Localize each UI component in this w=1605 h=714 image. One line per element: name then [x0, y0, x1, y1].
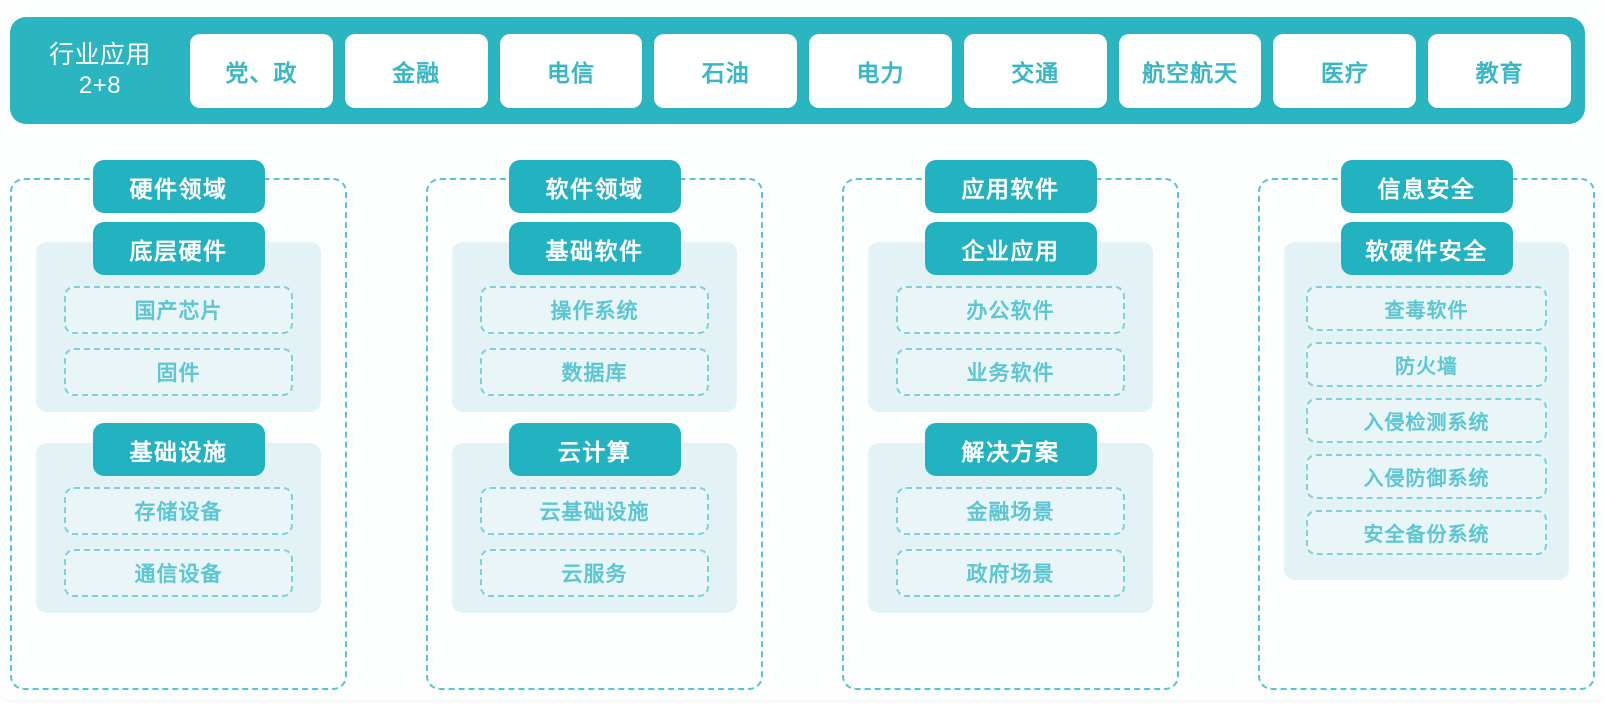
- industry-chip-party-government[interactable]: 党、政: [190, 33, 333, 108]
- leaf-item[interactable]: 入侵防御系统: [1306, 454, 1547, 499]
- column-title-label: 软件领域: [545, 175, 644, 202]
- group-software-hardware-security: 软硬件安全 查毒软件 防火墙 入侵检测系统 入侵防御系统: [1284, 222, 1569, 580]
- group-head-label: 企业应用: [961, 237, 1060, 264]
- industry-application-header: 行业应用 2+8 党、政 金融 电信 石油 电力 交通 航空航天: [10, 17, 1585, 124]
- group-head-label: 解决方案: [961, 438, 1060, 465]
- group-solutions: 解决方案 金融场景 政府场景: [868, 423, 1153, 613]
- leaf-item[interactable]: 云服务: [480, 549, 709, 597]
- leaf-item[interactable]: 存储设备: [64, 487, 293, 535]
- leaf-label: 办公软件: [966, 300, 1055, 323]
- chip-label: 电力: [856, 59, 905, 86]
- leaf-item[interactable]: 入侵检测系统: [1306, 398, 1547, 443]
- leaf-label: 政府场景: [966, 563, 1055, 586]
- leaf-label: 操作系统: [550, 300, 639, 323]
- chip-label: 交通: [1011, 59, 1060, 86]
- group-head-infrastructure[interactable]: 基础设施: [92, 423, 265, 476]
- leaf-item[interactable]: 云基础设施: [480, 487, 709, 535]
- industry-chip-education[interactable]: 教育: [1428, 33, 1572, 108]
- leaf-label: 通信设备: [134, 563, 223, 586]
- group-basic-software: 基础软件 操作系统 数据库: [452, 222, 737, 412]
- chip-label: 电信: [546, 59, 595, 86]
- leaf-item[interactable]: 防火墙: [1306, 342, 1547, 387]
- leaf-label: 固件: [156, 362, 201, 385]
- group-head-enterprise-application[interactable]: 企业应用: [924, 222, 1097, 275]
- leaf-label: 云基础设施: [539, 501, 650, 524]
- industry-chip-medical[interactable]: 医疗: [1273, 33, 1417, 108]
- leaf-label: 存储设备: [134, 501, 223, 524]
- column-title-software-domain[interactable]: 软件领域: [508, 160, 681, 213]
- leaf-label: 云服务: [561, 563, 628, 586]
- column-title-label: 应用软件: [961, 175, 1060, 202]
- group-head-software-hardware-security[interactable]: 软硬件安全: [1340, 222, 1513, 275]
- chip-label: 医疗: [1320, 59, 1369, 86]
- group-head-solutions[interactable]: 解决方案: [924, 423, 1097, 476]
- group-head-label: 云计算: [557, 438, 632, 465]
- column-title-hardware-domain[interactable]: 硬件领域: [92, 160, 265, 213]
- leaf-label: 业务软件: [966, 362, 1055, 385]
- leaf-label: 数据库: [561, 362, 628, 385]
- column-groups: 底层硬件 国产芯片 固件 基础设施: [10, 178, 347, 692]
- chip-label: 石油: [701, 59, 750, 86]
- column-title-label: 硬件领域: [129, 175, 228, 202]
- column-application-software: 应用软件 企业应用 办公软件 业务软件: [842, 160, 1179, 692]
- column-software-domain: 软件领域 基础软件 操作系统 数据库: [426, 160, 763, 692]
- column-groups: 基础软件 操作系统 数据库 云计算: [426, 178, 763, 692]
- leaf-item[interactable]: 查毒软件: [1306, 286, 1547, 331]
- leaf-item[interactable]: 国产芯片: [64, 286, 293, 334]
- leaf-label: 防火墙: [1395, 356, 1458, 378]
- group-head-cloud-computing[interactable]: 云计算: [508, 423, 681, 476]
- leaf-label: 国产芯片: [134, 300, 223, 323]
- leaf-label: 入侵检测系统: [1363, 412, 1490, 434]
- chip-label: 教育: [1475, 59, 1524, 86]
- group-head-label: 基础设施: [129, 438, 228, 465]
- group-head-label: 软硬件安全: [1365, 237, 1488, 264]
- chip-label: 金融: [392, 59, 441, 86]
- leaf-item[interactable]: 办公软件: [896, 286, 1125, 334]
- leaf-label: 查毒软件: [1384, 300, 1469, 322]
- leaf-label: 金融场景: [966, 501, 1055, 524]
- header-title: 行业应用 2+8: [24, 39, 176, 102]
- industry-chip-transportation[interactable]: 交通: [963, 33, 1107, 108]
- leaf-label: 安全备份系统: [1363, 524, 1490, 546]
- group-panel: 存储设备 通信设备: [36, 443, 321, 613]
- group-enterprise-application: 企业应用 办公软件 业务软件: [868, 222, 1153, 412]
- group-head-label: 基础软件: [545, 237, 644, 264]
- industry-chip-aerospace[interactable]: 航空航天: [1118, 33, 1262, 108]
- column-title-application-software[interactable]: 应用软件: [924, 160, 1097, 213]
- industry-chip-power[interactable]: 电力: [809, 33, 952, 108]
- leaf-item[interactable]: 业务软件: [896, 348, 1125, 396]
- leaf-item[interactable]: 安全备份系统: [1306, 510, 1547, 555]
- column-title-label: 信息安全: [1377, 175, 1476, 202]
- leaf-item[interactable]: 通信设备: [64, 549, 293, 597]
- column-hardware-domain: 硬件领域 底层硬件 国产芯片 固件: [10, 160, 347, 692]
- industry-chip-list: 党、政 金融 电信 石油 电力 交通 航空航天 医疗: [190, 33, 1572, 108]
- header-title-line2: 2+8: [78, 72, 122, 100]
- group-head-label: 底层硬件: [129, 237, 228, 264]
- column-title-information-security[interactable]: 信息安全: [1340, 160, 1513, 213]
- group-underlying-hardware: 底层硬件 国产芯片 固件: [36, 222, 321, 412]
- leaf-item[interactable]: 固件: [64, 348, 293, 396]
- industry-chip-petroleum[interactable]: 石油: [654, 33, 798, 108]
- leaf-item[interactable]: 操作系统: [480, 286, 709, 334]
- group-head-basic-software[interactable]: 基础软件: [508, 222, 681, 275]
- leaf-item[interactable]: 政府场景: [896, 549, 1125, 597]
- group-panel: 查毒软件 防火墙 入侵检测系统 入侵防御系统 安全备份系统: [1284, 242, 1569, 580]
- column-groups: 企业应用 办公软件 业务软件 解决方案: [842, 178, 1179, 692]
- leaf-item[interactable]: 金融场景: [896, 487, 1125, 535]
- chip-label: 航空航天: [1142, 59, 1239, 86]
- group-infrastructure: 基础设施 存储设备 通信设备: [36, 423, 321, 613]
- group-cloud-computing: 云计算 云基础设施 云服务: [452, 423, 737, 613]
- group-head-underlying-hardware[interactable]: 底层硬件: [92, 222, 265, 275]
- industry-chip-finance[interactable]: 金融: [344, 33, 488, 108]
- domain-columns: 硬件领域 底层硬件 国产芯片 固件: [10, 160, 1595, 692]
- column-groups: 软硬件安全 查毒软件 防火墙 入侵检测系统 入侵防御系统: [1258, 178, 1595, 692]
- header-title-line1: 行业应用: [48, 41, 151, 70]
- leaf-label: 入侵防御系统: [1363, 468, 1490, 490]
- chip-label: 党、政: [225, 59, 298, 86]
- industry-chip-telecom[interactable]: 电信: [499, 33, 643, 108]
- leaf-item[interactable]: 数据库: [480, 348, 709, 396]
- column-information-security: 信息安全 软硬件安全 查毒软件 防火墙 入侵检测系: [1258, 160, 1595, 692]
